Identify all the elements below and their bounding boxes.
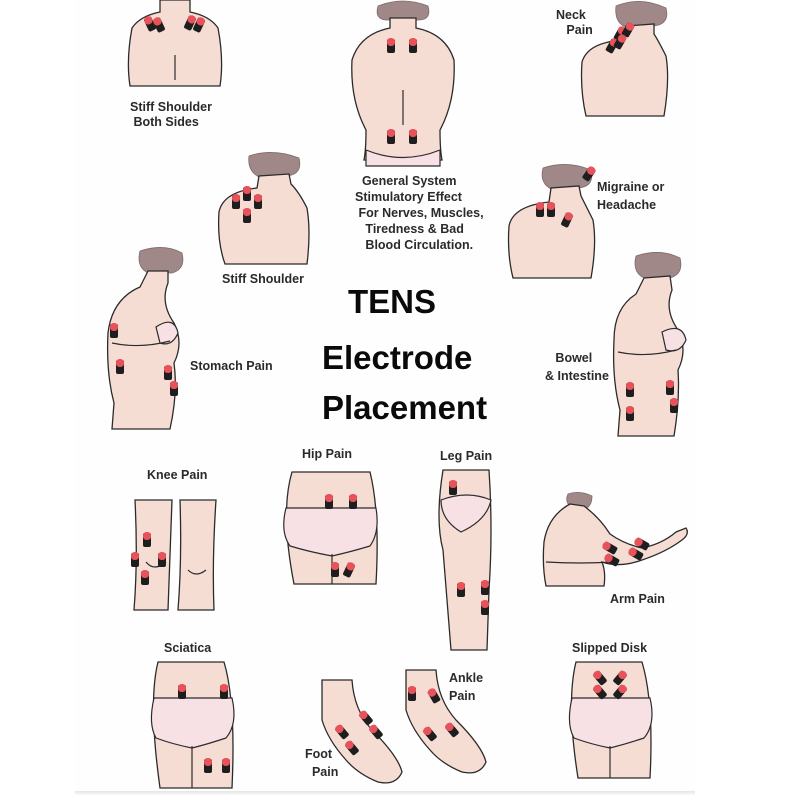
label-sciatica: Sciatica <box>164 641 212 655</box>
figure-neck-pain <box>580 1 669 117</box>
label-bowel-intestine: Bowel& Intestine <box>545 351 609 383</box>
label-stiff-shoulder-both-sides: Stiff Shoulder Both Sides <box>130 100 212 129</box>
figure-ankle-pain <box>405 669 487 774</box>
figure-leg-pain <box>438 469 492 651</box>
title-line-1: TENS <box>348 283 437 320</box>
figure-stiff-shoulder-both-sides <box>127 0 223 87</box>
sheet-shadow <box>75 791 695 795</box>
title-line-3: Placement <box>322 389 488 426</box>
label-neck-pain: Neck Pain <box>556 8 593 37</box>
label-stomach-pain: Stomach Pain <box>190 359 273 373</box>
figure-bowel-intestine <box>612 252 687 437</box>
figure-sciatica <box>150 661 235 789</box>
label-knee-pain: Knee Pain <box>147 468 208 482</box>
label-arm-pain: Arm Pain <box>610 592 665 606</box>
figure-slipped-disk <box>568 661 653 779</box>
figure-stomach-pain <box>106 247 184 430</box>
label-slipped-disk: Slipped Disk <box>572 641 648 655</box>
label-stiff-shoulder: Stiff Shoulder <box>222 272 304 286</box>
figure-general-system <box>351 0 455 167</box>
figure-stiff-shoulder <box>217 152 310 265</box>
label-hip-pain: Hip Pain <box>302 447 353 461</box>
figure-arm-pain <box>542 492 688 587</box>
figure-hip-pain <box>283 471 378 585</box>
figure-migraine <box>507 164 597 279</box>
figure-knee-pain <box>131 499 217 611</box>
label-foot-pain: Foot Pain <box>305 747 339 779</box>
title-line-2: Electrode <box>322 339 473 376</box>
label-leg-pain: Leg Pain <box>440 449 493 463</box>
figure-foot-pain <box>321 679 403 784</box>
